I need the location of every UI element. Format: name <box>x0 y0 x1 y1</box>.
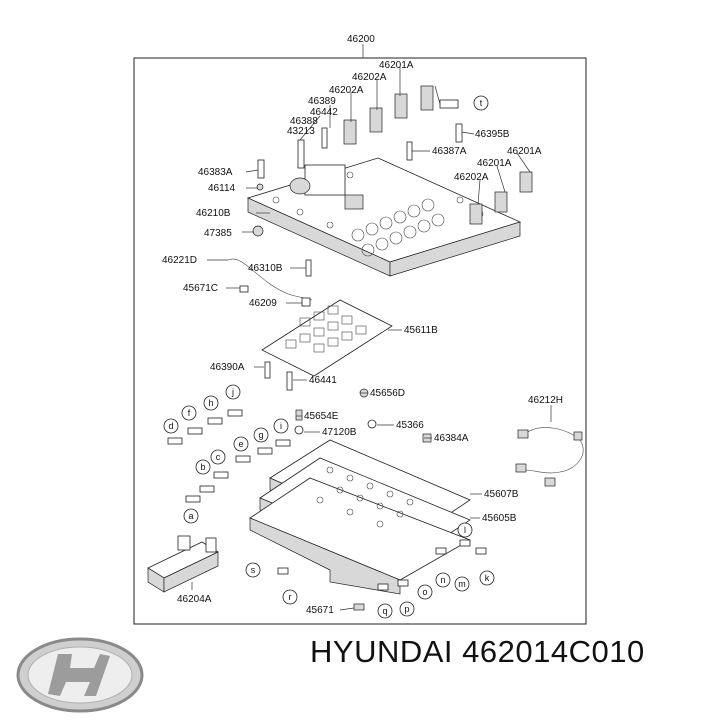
separator-plate-45611B <box>261 299 393 377</box>
part-label: 46202A <box>352 72 387 83</box>
part-label: 46204A <box>177 594 212 605</box>
part-label: 45605B <box>482 513 517 524</box>
part-label: 47385 <box>204 228 232 239</box>
solenoid-valves-upper <box>252 85 533 237</box>
callout-letter: s <box>251 565 256 575</box>
hyundai-logo <box>16 637 144 713</box>
part-label: 46383A <box>198 167 233 178</box>
callout-letter: m <box>458 579 466 589</box>
part-label: 46201A <box>379 60 414 71</box>
part-label: 45671C <box>183 283 218 294</box>
callout-letter: l <box>464 525 466 535</box>
part-label: 46212H <box>528 395 563 406</box>
part-label: 46442 <box>310 107 338 118</box>
callout-letter: g <box>258 430 263 440</box>
callout-letter: c <box>216 452 221 462</box>
callout-letter: p <box>404 604 409 614</box>
part-label: 46209 <box>249 298 277 309</box>
wire-harness-46212H <box>515 427 584 487</box>
part-label: 46441 <box>309 375 337 386</box>
part-label: 47120B <box>322 427 357 438</box>
wire-harness-46221D <box>227 258 313 301</box>
part-label: 45671 <box>306 605 334 616</box>
callout-letter: r <box>289 592 292 602</box>
part-label: 46310B <box>248 263 283 274</box>
part-label: 46388 <box>290 116 318 127</box>
part-number-labels: 46201A 46202A 46202A 46389 46442 46388 4… <box>162 60 563 616</box>
callout-letters: j h f i d e g c b a l s r q p o n m k <box>163 384 495 619</box>
part-label: 45654E <box>304 411 339 422</box>
callout-letter: f <box>188 408 191 418</box>
callout-letter: e <box>238 439 243 449</box>
callout-letter: h <box>208 398 213 408</box>
callout-letter: b <box>200 462 205 472</box>
part-label: 46201A <box>507 146 542 157</box>
bracket-46204A <box>147 535 219 593</box>
part-label: 45611B <box>404 325 438 336</box>
valve-plugs-left <box>167 409 291 503</box>
diagram-frame <box>133 57 587 625</box>
callout-letter-t: t <box>480 98 483 108</box>
callout-letter: n <box>440 575 445 585</box>
brand-part-number-caption: HYUNDAI 462014C010 <box>310 634 645 669</box>
part-label: 46114 <box>208 183 236 194</box>
part-label: 43213 <box>287 126 315 137</box>
callout-letter: k <box>485 573 490 583</box>
callout-letter: j <box>231 387 234 397</box>
part-label: 46387A <box>432 146 467 157</box>
callout-letter: d <box>168 421 173 431</box>
callout-letter: o <box>422 587 427 597</box>
leader-lines <box>191 66 552 611</box>
part-label: 45656D <box>370 388 405 399</box>
callout-letter: a <box>188 511 193 521</box>
part-label: 46221D <box>162 255 197 266</box>
part-label: 46390A <box>210 362 245 373</box>
callout-letter: i <box>280 421 282 431</box>
part-label: 46201A <box>477 158 512 169</box>
callout-letter: q <box>382 606 387 616</box>
part-label: 46202A <box>454 172 489 183</box>
part-label: 46202A <box>329 85 364 96</box>
part-label: 46384A <box>434 433 469 444</box>
part-label: 46389 <box>308 96 336 107</box>
part-label: 45607B <box>484 489 519 500</box>
assembly-ref-label: 46200 <box>347 34 375 45</box>
part-label: 46395B <box>475 129 510 140</box>
part-label: 45366 <box>396 420 424 431</box>
lower-valve-body <box>249 439 471 595</box>
upper-valve-body <box>246 157 522 277</box>
part-label: 46210B <box>196 208 231 219</box>
